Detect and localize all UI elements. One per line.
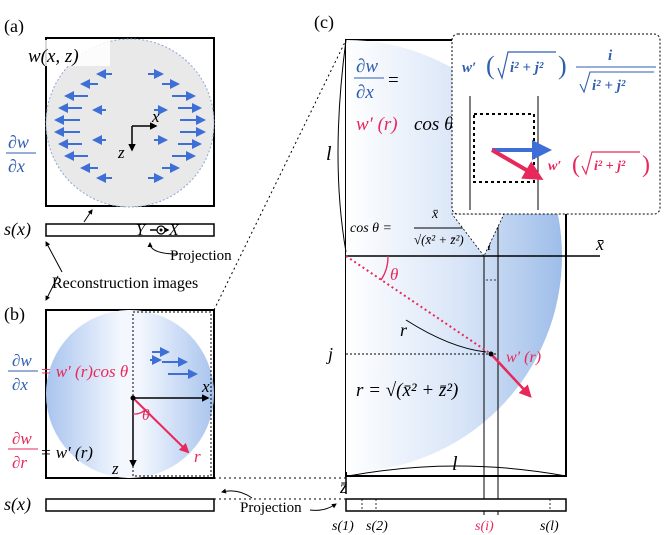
panel-c-inset-frac-sqrt xyxy=(579,71,654,94)
panel-a-Y-dot xyxy=(159,228,163,232)
panel-c-col-i-pixel xyxy=(483,255,499,281)
panel-c-j-label: j xyxy=(326,344,333,364)
panel-a-Y-label: Y xyxy=(136,222,147,239)
panel-c-projection-strip xyxy=(345,498,567,512)
panel-c-inset-wprime: w′ xyxy=(462,60,476,76)
panel-c-inset-frac-den: i² + j² xyxy=(592,78,626,94)
panel-b-projection-pointer-right xyxy=(309,503,337,511)
panel-c-inset-sqrt-arg: i² + j² xyxy=(510,60,544,76)
panel-c-inset-paren-l: ( xyxy=(486,51,495,80)
panel-c-inset-sqrt xyxy=(497,51,556,81)
zoom-lines xyxy=(213,39,347,500)
panel-a-dw: ∂w xyxy=(8,132,29,152)
panel-c-inset-red-wprime: w′ xyxy=(548,159,561,174)
panel-c-wprime-label: w′ (r) xyxy=(506,349,541,366)
panel-c-strip-cells xyxy=(361,499,551,511)
panel-c-label: (c) xyxy=(314,12,334,33)
panel-a-label-bg xyxy=(20,40,110,66)
panel-c-inset-paren-r: ) xyxy=(558,51,567,80)
panel-b-x-label: x xyxy=(201,377,210,396)
panel-c-r-formula: r = √(x̄² + z̄²) xyxy=(356,380,458,401)
panel-c-i-label: i xyxy=(487,237,491,254)
panel-b-selected-column xyxy=(132,311,212,477)
panel-a-reconstruction-pointer-2 xyxy=(45,275,59,301)
panel-c-pixel-point xyxy=(488,351,494,357)
panel-b-eq1: = w′ (r)cos θ xyxy=(40,362,128,381)
panel-c-dw: ∂w xyxy=(356,56,378,77)
panel-a-reconstruction-pointer-1 xyxy=(45,241,63,273)
panel-a-function-label: w(x, z) xyxy=(28,46,79,67)
panel-b: (b) x z θ r ∂w ∂x = w′ (r)cos θ ∂w ∂r = … xyxy=(4,304,337,516)
panel-c-equals: = xyxy=(388,70,399,91)
panel-a-dx: ∂x xyxy=(8,156,25,176)
panel-c-inset-red-paren-l: ( xyxy=(572,152,580,178)
panel-b-theta: θ xyxy=(142,407,150,424)
panel-b-dwdx-den: ∂x xyxy=(12,375,28,394)
panel-a-gradient-arrows xyxy=(54,69,206,183)
panel-b-projection-strip xyxy=(45,498,215,512)
panel-a-projection-strip xyxy=(45,223,215,237)
panel-c-theta: θ xyxy=(390,265,398,284)
panel-b-z-label: z xyxy=(111,459,119,478)
panel-a-X-label: X xyxy=(168,222,180,239)
panel-c-l-bottom: l xyxy=(452,453,458,475)
panel-c-dx: ∂x xyxy=(356,82,374,103)
panel-c-inset-red-sqrt-arg: i² + j² xyxy=(594,159,626,174)
panel-c-r-label: r xyxy=(400,320,408,340)
panel-c-sl: s(l) xyxy=(540,519,559,534)
panel-c-l-brace-left xyxy=(337,39,347,253)
panel-c: (c) x̄ z̄ i j θ r w′ (r) l l ∂w xyxy=(314,12,661,534)
panel-b-dwdx-num: ∂w xyxy=(12,351,32,370)
panel-c-inset xyxy=(451,33,661,215)
panel-c-cos-eq: cos θ xyxy=(414,114,453,135)
reconstruction-images-label: Reconstruction images xyxy=(52,275,198,292)
panel-b-dwdr-num: ∂w xyxy=(12,429,32,448)
panel-c-inset-red-sqrt xyxy=(581,151,640,176)
panel-c-inset-pixel xyxy=(473,113,535,183)
panel-a-label: (a) xyxy=(4,16,24,37)
panel-c-s1: s(1) xyxy=(332,519,354,534)
panel-c-cos-lhs: cos θ = xyxy=(350,221,392,236)
panel-c-inset-frac-num: i xyxy=(608,48,613,64)
panel-c-l-left: l xyxy=(326,143,332,165)
panel-b-dwdr-den: ∂r xyxy=(12,453,27,472)
panel-b-strip-label: s(x) xyxy=(4,494,31,515)
panel-a-z-label: z xyxy=(117,143,125,162)
panel-a-strip-pointer xyxy=(83,209,93,223)
panel-a-x-label: x xyxy=(151,107,160,126)
panel-b-projection-text: Projection xyxy=(240,500,302,516)
panel-c-cos-den: √(x̄² + z̄²) xyxy=(414,232,464,247)
panel-b-origin xyxy=(130,395,136,401)
panel-b-r-arrow xyxy=(132,397,190,454)
panel-c-theta-arc xyxy=(380,255,389,281)
panel-b-projection-pointer-left xyxy=(221,488,253,499)
panel-b-eq2: = w′ (r) xyxy=(40,443,93,462)
panel-b-theta-arc xyxy=(132,409,146,415)
panel-a-projection-text: Projection xyxy=(170,248,232,264)
panel-c-s2: s(2) xyxy=(366,519,388,534)
panel-c-wprime-eq: w′ (r) xyxy=(356,114,398,135)
panel-c-zbar-label: z̄ xyxy=(339,477,348,497)
panel-c-cos-num: x̄ xyxy=(431,207,439,222)
panel-c-radius-line xyxy=(345,255,492,355)
panel-c-wprime-arrow xyxy=(490,353,532,398)
panel-a: (a) w(x, z) x z ∂w ∂x s(x) Y xyxy=(4,16,232,301)
panel-c-l-brace-bottom xyxy=(347,465,567,477)
panel-c-xbar-label: x̄ xyxy=(595,234,604,254)
panel-c-inset-red-arrow xyxy=(490,148,544,181)
panel-c-inset-pointer xyxy=(451,213,505,257)
panel-b-label: (b) xyxy=(4,304,25,325)
panel-c-r-brace xyxy=(405,319,487,353)
panel-b-r-label: r xyxy=(194,447,201,466)
panel-a-strip-label: s(x) xyxy=(4,219,31,240)
panel-c-inset-red-paren-r: ) xyxy=(642,152,650,178)
panel-a-projection-pointer xyxy=(147,242,179,255)
panel-b-gradient-arrows xyxy=(150,347,198,379)
panel-c-si: s(i) xyxy=(475,519,494,534)
